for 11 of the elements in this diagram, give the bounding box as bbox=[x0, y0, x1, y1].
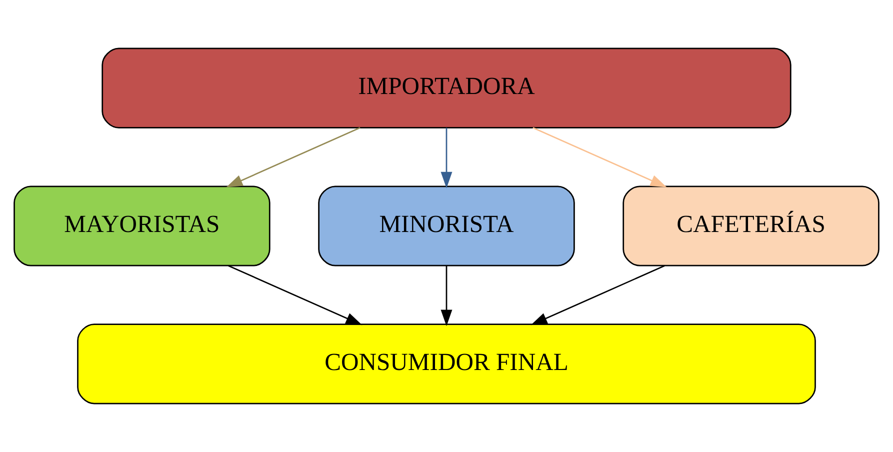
node-box: CONSUMIDOR FINAL bbox=[77, 324, 816, 404]
arrow bbox=[228, 265, 362, 326]
node-box: MINORISTA bbox=[318, 186, 575, 266]
node-box: MAYORISTAS bbox=[14, 186, 270, 266]
arrow bbox=[440, 266, 452, 326]
arrow bbox=[226, 127, 360, 188]
arrow bbox=[532, 127, 667, 188]
node-box: IMPORTADORA bbox=[102, 48, 792, 128]
arrow bbox=[440, 128, 452, 188]
node-box: CAFETERÍAS bbox=[622, 186, 880, 266]
arrow bbox=[530, 265, 665, 326]
